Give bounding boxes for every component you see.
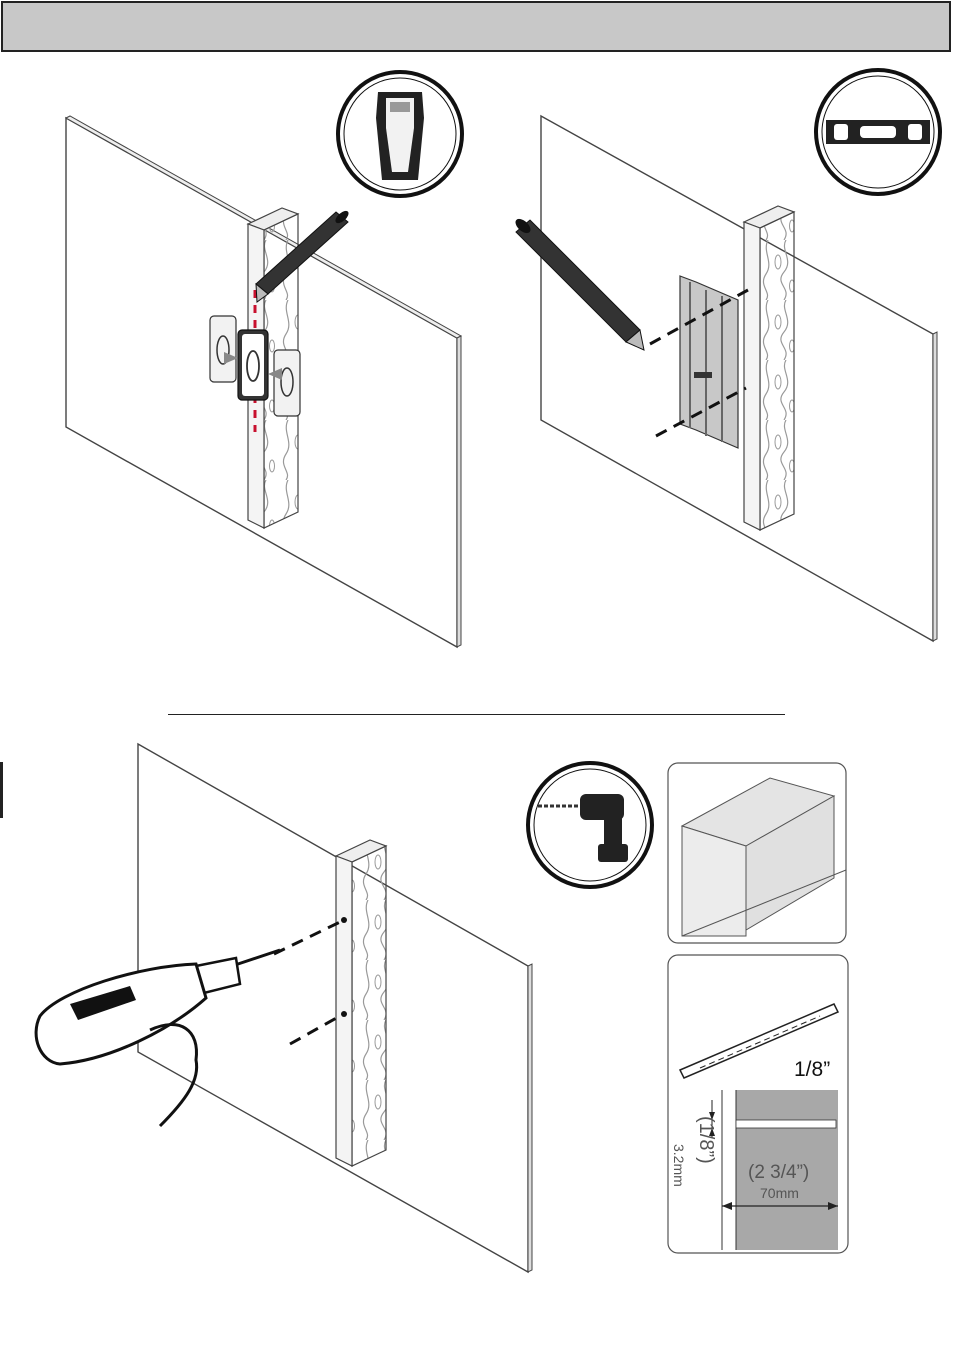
hole-depth-mm: 70mm — [760, 1185, 799, 1201]
level-icon — [816, 70, 940, 194]
stud-finder-left — [210, 316, 236, 382]
step2-illustration — [513, 70, 940, 641]
drill-bit-size: 1/8” — [794, 1058, 830, 1081]
power-drill-icon — [528, 763, 652, 887]
stud-finder-center — [238, 330, 268, 400]
wall-panel — [138, 744, 528, 1272]
wall-stud — [336, 840, 386, 1166]
step3-illustration: 1/8” (1/8”) 3.2mm (2 3/4”) 70mm — [36, 744, 848, 1272]
hole-diameter-mm: 3.2mm — [671, 1144, 687, 1187]
hole-depth-inches: (2 3/4”) — [748, 1162, 809, 1183]
hole-diameter-inches: (1/8”) — [695, 1116, 717, 1164]
stud-finder-right — [274, 350, 300, 416]
wood-material-panel — [668, 763, 846, 943]
drill-spec-panel: 1/8” (1/8”) 3.2mm (2 3/4”) 70mm — [668, 955, 848, 1253]
wall-stud — [744, 206, 794, 530]
step1-illustration — [66, 72, 462, 647]
stud-finder-icon — [338, 72, 462, 196]
